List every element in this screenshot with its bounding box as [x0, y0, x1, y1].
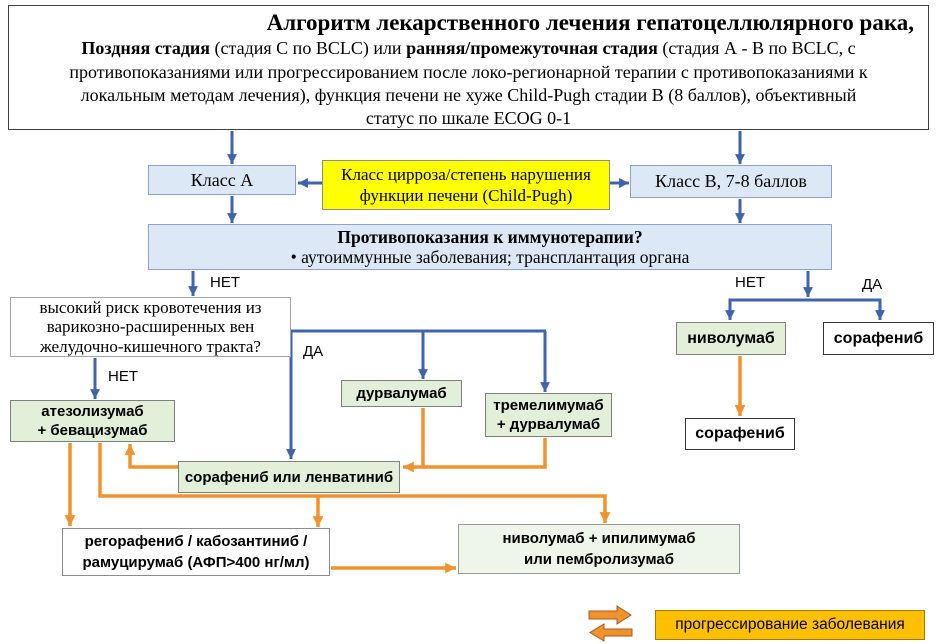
early-stage-text: ранняя/промежуточная стадия	[406, 38, 658, 58]
bleeding-risk-box: высокий риск кровотечения из варикозно-р…	[10, 297, 291, 357]
title-line-2: Поздняя стадия (стадия С по BCLC) или ра…	[9, 37, 928, 59]
arrow-right-icon	[588, 605, 632, 625]
progression-arrow-to-atezolizumab	[124, 444, 178, 469]
title-line-4: локальным методам лечения), функция пече…	[80, 85, 857, 105]
sorafenib-yes-label: сорафениб	[833, 329, 924, 347]
atezolizumab-line-2: + бевацизумаб	[37, 422, 148, 439]
child-pugh-line-1: Класс цирроза/степень нарушения	[341, 165, 591, 184]
class-a-label: Класс А	[190, 169, 254, 190]
sorafenib-lenvatinib-box: сорафениб или ленватиниб	[178, 461, 400, 493]
sorafenib-lenvatinib-label: сорафениб или ленватиниб	[184, 468, 394, 486]
label-bleeding-no: НЕТ	[108, 368, 138, 385]
child-pugh-line-2: функции печени (Child-Pugh)	[359, 186, 573, 205]
sorafenib-yes-box: сорафениб	[823, 322, 934, 355]
tremelimumab-durvalumab-box: тремелимумаб + дурвалумаб	[485, 393, 612, 437]
nivolumab-ipilimumab-line-2: или пембролизумаб	[524, 551, 674, 568]
late-stage-text: Поздняя стадия	[81, 38, 211, 58]
title-line-5: статус по шкале ECOG 0-1	[365, 108, 572, 128]
contraindications-box: Противопоказания к иммунотерапии? • ауто…	[148, 224, 832, 270]
durvalumab-box: дурвалумаб	[341, 380, 462, 407]
sorafenib-after-nivolumab-box: сорафениб	[685, 418, 795, 450]
bleeding-risk-line-1: высокий риск кровотечения из	[39, 297, 262, 317]
contraindications-question: Противопоказания к иммунотерапии?	[337, 227, 643, 247]
nivolumab-label: ниволумаб	[687, 330, 775, 347]
arrow-left-icon	[589, 623, 633, 642]
second-line-line-1: регорафениб / кабозантиниб /	[84, 533, 308, 550]
nivolumab-ipilimumab-box: ниволумаб + ипилимумаб или пембролизумаб	[458, 524, 740, 574]
tremelimumab-line-1: тремелимумаб	[493, 397, 604, 414]
label-yes-right: ДА	[862, 276, 883, 293]
legend-progression-box: прогрессирование заболевания	[655, 610, 925, 640]
label-bleeding-yes: ДА	[303, 343, 324, 360]
tremelimumab-line-2: + дурвалумаб	[496, 416, 601, 433]
bleeding-risk-line-2: варикозно-расширенных вен	[46, 317, 255, 337]
title-line-2-text-b: (стадия А - В по BCLC, с	[657, 38, 856, 58]
atezolizumab-bevacizumab-box: атезолизумаб + бевацизумаб	[10, 400, 175, 442]
class-b-label: Класс В, 7-8 баллов	[655, 171, 807, 191]
title-line-3: противопоказаниями или прогрессированием…	[69, 62, 868, 82]
progression-arrows-icon	[588, 605, 633, 642]
label-no-left: НЕТ	[210, 274, 240, 291]
diagram-title: Алгоритм лекарственного лечения гепатоце…	[266, 10, 914, 35]
title-box: Алгоритм лекарственного лечения гепатоце…	[8, 5, 929, 130]
sorafenib-after-nivolumab-label: сорафениб	[695, 425, 785, 442]
label-no-right: НЕТ	[735, 274, 765, 291]
durvalumab-label: дурвалумаб	[356, 385, 447, 402]
nivolumab-ipilimumab-line-1: ниволумаб + ипилимумаб	[502, 530, 696, 547]
second-line-line-2: рамуцирумаб (АФП>400 нг/мл)	[82, 554, 310, 571]
child-pugh-box: Класс цирроза/степень нарушения функции …	[322, 160, 610, 210]
class-b-box: Класс В, 7-8 баллов	[630, 165, 832, 198]
bleeding-risk-line-3: желудочно-кишечного тракта?	[40, 336, 261, 356]
contraindications-detail: • аутоиммунные заболевания; трансплантац…	[290, 247, 690, 267]
progression-arrow-to-sorafenib-lenvatinib	[403, 438, 547, 473]
progression-arrow-atezolizumab-to-nivolumab-ipilimumab	[98, 443, 611, 523]
title-line-2-text-a: (стадия С по BCLC) или	[210, 38, 407, 58]
second-line-box: регорафениб / кабозантиниб / рамуцирумаб…	[62, 528, 330, 576]
nivolumab-box: ниволумаб	[676, 322, 786, 355]
legend-progression-label: прогрессирование заболевания	[675, 616, 905, 633]
class-a-box: Класс А	[148, 165, 296, 195]
atezolizumab-line-1: атезолизумаб	[41, 403, 144, 420]
